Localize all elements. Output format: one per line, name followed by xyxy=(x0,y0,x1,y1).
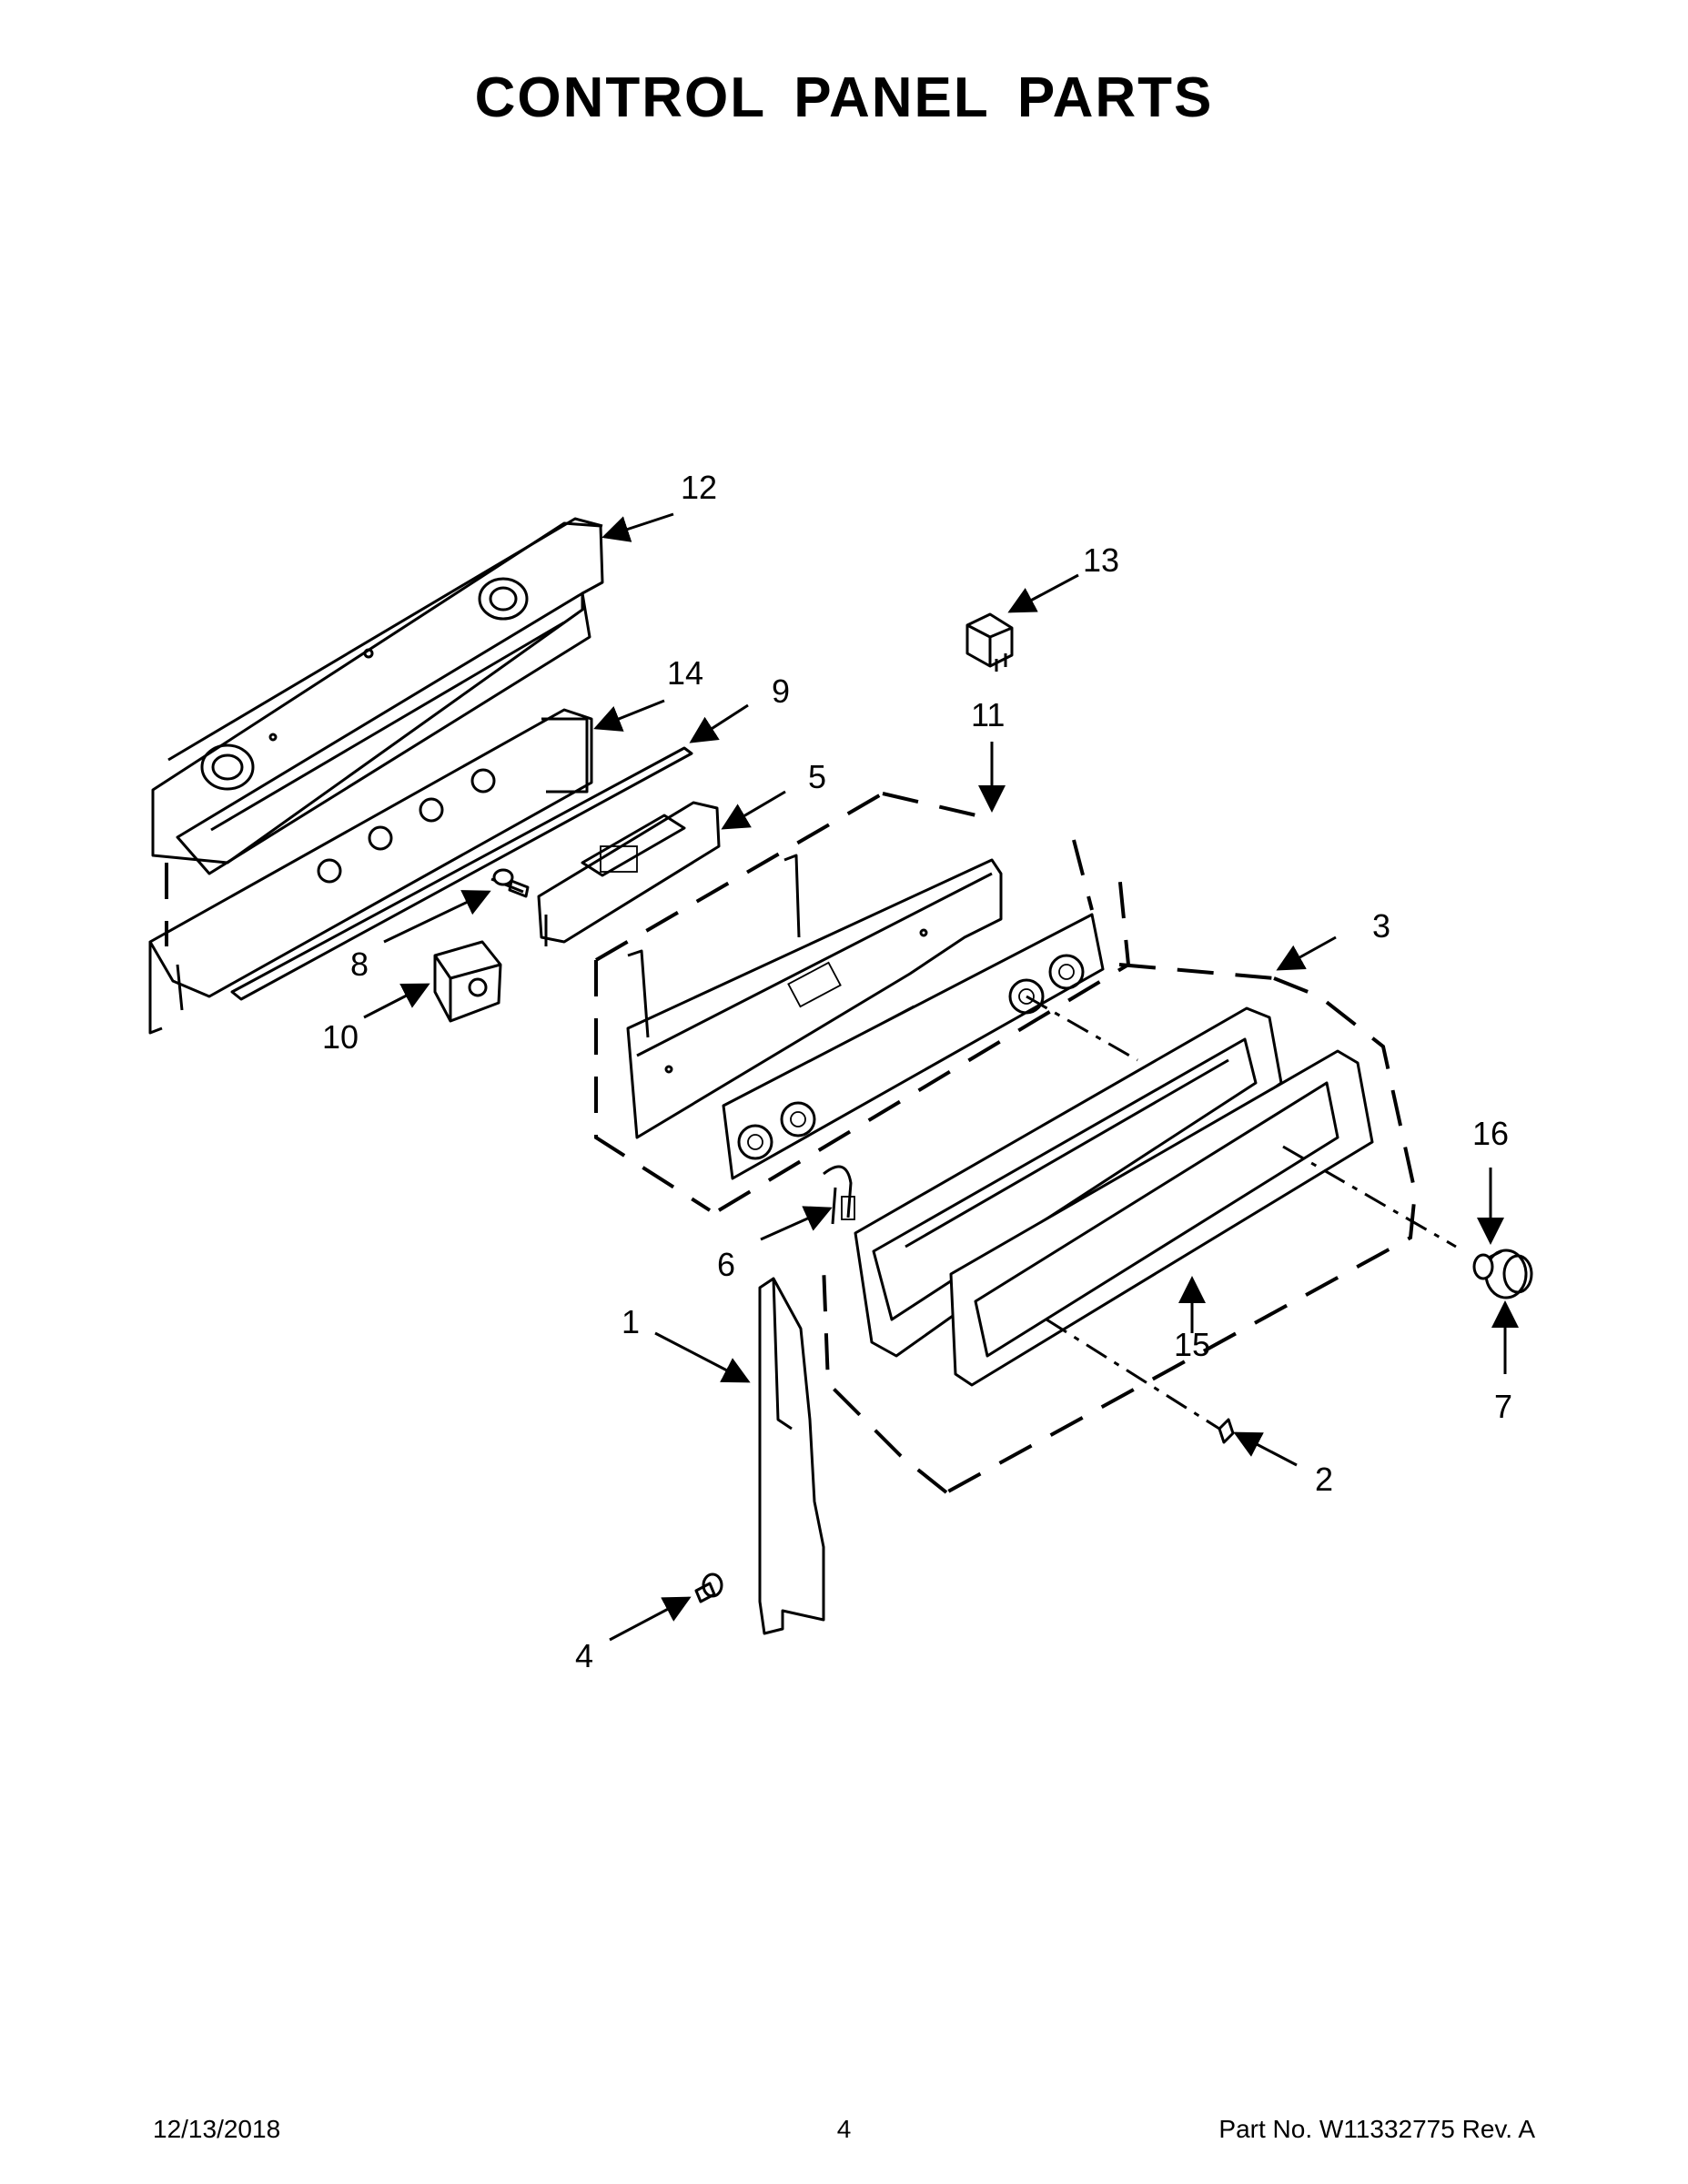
callout-6: 6 xyxy=(717,1246,735,1283)
callout-8: 8 xyxy=(350,945,369,983)
part-14-bracket xyxy=(148,708,593,1035)
leader-arrows xyxy=(363,512,1519,1642)
part-16-spring xyxy=(1472,1253,1494,1280)
page-title: CONTROL PANEL PARTS xyxy=(474,66,1214,129)
alignment-lines xyxy=(1026,995,1457,1431)
callout-10: 10 xyxy=(322,1018,359,1056)
callout-labels: 12 13 14 9 11 5 8 10 3 16 6 15 1 7 2 4 xyxy=(322,469,1512,1674)
callout-3: 3 xyxy=(1372,907,1390,945)
callout-12: 12 xyxy=(681,469,717,506)
callout-1: 1 xyxy=(622,1303,640,1340)
callout-4: 4 xyxy=(575,1637,593,1674)
callout-13: 13 xyxy=(1083,541,1119,579)
footer-part-number: Part No. W11332775 Rev. A xyxy=(1218,2115,1535,2143)
callout-11: 11 xyxy=(971,696,1005,733)
part-11-group-boundary xyxy=(594,792,1131,1212)
part-12-rear-shroud xyxy=(151,517,604,875)
callout-9: 9 xyxy=(772,672,790,710)
part-4-screw xyxy=(694,1572,723,1603)
part-11-overlay xyxy=(722,913,1105,1180)
callout-2: 2 xyxy=(1315,1461,1333,1498)
part-13-relay xyxy=(965,612,1014,672)
callout-5: 5 xyxy=(808,758,826,795)
part-9-trim-strip xyxy=(230,746,693,1001)
callout-16: 16 xyxy=(1472,1115,1509,1152)
part-15-trim-frame xyxy=(949,1049,1374,1387)
footer-page-number: 4 xyxy=(836,2115,852,2143)
part-3-group-boundary xyxy=(822,963,1418,1494)
part-5-control-board xyxy=(537,801,721,946)
footer-date: 12/13/2018 xyxy=(153,2115,281,2143)
part-1-end-cap xyxy=(758,1277,825,1635)
callout-7: 7 xyxy=(1494,1388,1512,1425)
callout-14: 14 xyxy=(667,654,703,692)
part-8-screw xyxy=(490,868,530,898)
callout-15: 15 xyxy=(1174,1326,1210,1363)
part-10-switch xyxy=(433,940,502,1023)
part-2-screw xyxy=(1218,1418,1235,1444)
part-6-harness xyxy=(823,1165,855,1225)
